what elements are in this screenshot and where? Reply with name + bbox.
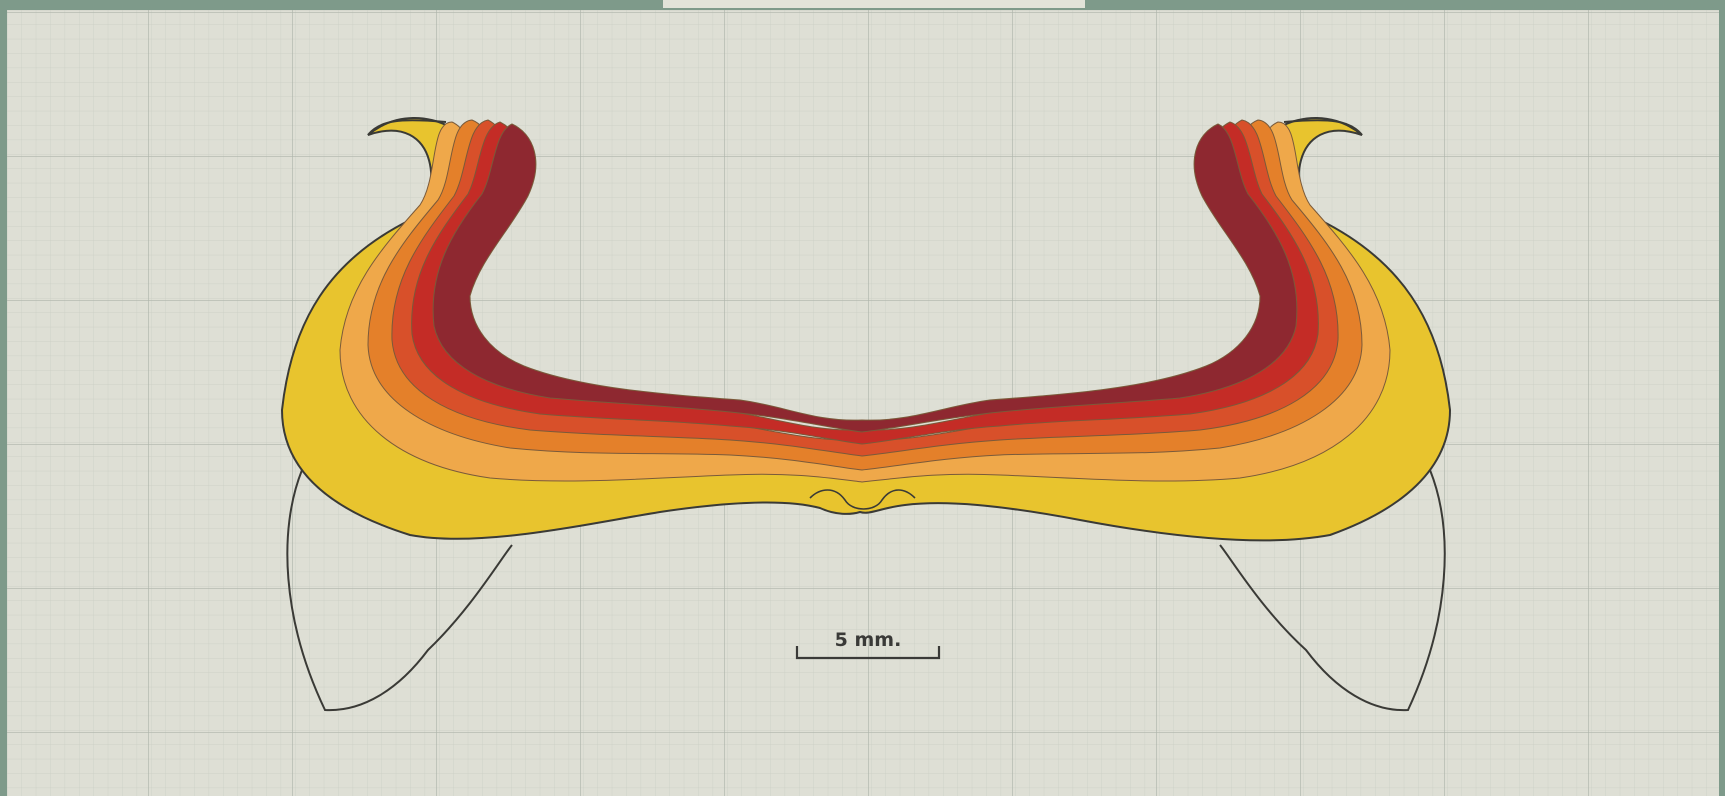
layered-bands: [280, 117, 1452, 542]
band-dark-red: [432, 123, 1298, 433]
frame-left-border: [0, 0, 7, 796]
paper-tab-strip: [663, 0, 1085, 8]
grid-lines: [7, 10, 1719, 796]
scale-bar-label: 5 mm.: [835, 629, 902, 651]
scale-bar-line: [795, 646, 941, 660]
right-lower-lobe: [1219, 469, 1446, 712]
central-notch: [809, 489, 916, 510]
left-lower-lobe: [286, 469, 513, 712]
right-top-hook: [1283, 119, 1363, 136]
left-top-hook: [367, 119, 447, 136]
scale-bar: 5 mm.: [795, 629, 941, 660]
frame-right-border: [1719, 0, 1725, 796]
